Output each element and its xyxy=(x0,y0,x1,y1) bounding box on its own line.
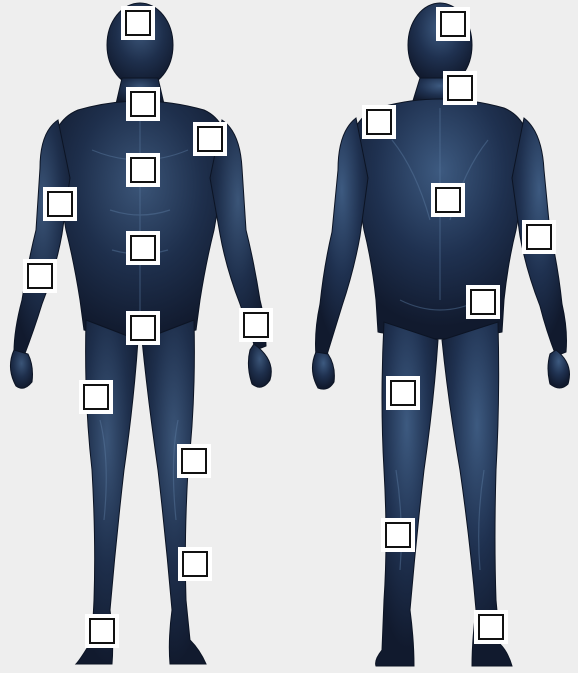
marker-back-left-calf[interactable] xyxy=(381,518,415,552)
checkbox-icon xyxy=(181,448,207,474)
marker-back-buttock[interactable] xyxy=(466,285,500,319)
checkbox-icon xyxy=(130,91,156,117)
checkbox-icon xyxy=(125,10,151,36)
checkbox-icon xyxy=(385,522,411,548)
checkbox-icon xyxy=(390,380,416,406)
checkbox-icon xyxy=(27,263,53,289)
marker-front-right-forearm[interactable] xyxy=(23,259,57,293)
marker-back-right-foot[interactable] xyxy=(474,610,508,644)
checkbox-icon xyxy=(243,312,269,338)
checkbox-icon xyxy=(182,551,208,577)
checkbox-icon xyxy=(447,75,473,101)
marker-front-neck[interactable] xyxy=(126,87,160,121)
checkbox-icon xyxy=(470,289,496,315)
checkbox-icon xyxy=(478,614,504,640)
marker-front-abdomen[interactable] xyxy=(126,231,160,265)
checkbox-icon xyxy=(130,235,156,261)
marker-front-right-foot[interactable] xyxy=(85,614,119,648)
marker-back-head[interactable] xyxy=(436,7,470,41)
checkbox-icon xyxy=(83,384,109,410)
marker-front-left-knee[interactable] xyxy=(177,444,211,478)
marker-back-right-elbow[interactable] xyxy=(522,220,556,254)
back-body-figure xyxy=(312,3,569,666)
marker-back-neck[interactable] xyxy=(443,71,477,105)
checkbox-icon xyxy=(435,187,461,213)
marker-front-right-thigh[interactable] xyxy=(79,380,113,414)
checkbox-icon xyxy=(47,191,73,217)
marker-front-chest[interactable] xyxy=(126,153,160,187)
marker-back-left-thigh[interactable] xyxy=(386,376,420,410)
marker-front-left-shoulder[interactable] xyxy=(193,122,227,156)
marker-front-pelvis[interactable] xyxy=(126,311,160,345)
marker-front-right-elbow[interactable] xyxy=(43,187,77,221)
marker-front-head[interactable] xyxy=(121,6,155,40)
checkbox-icon xyxy=(526,224,552,250)
marker-front-left-shin[interactable] xyxy=(178,547,212,581)
checkbox-icon xyxy=(89,618,115,644)
checkbox-icon xyxy=(366,109,392,135)
checkbox-icon xyxy=(130,157,156,183)
marker-back-mid-back[interactable] xyxy=(431,183,465,217)
checkbox-icon xyxy=(440,11,466,37)
checkbox-icon xyxy=(130,315,156,341)
marker-back-left-shoulder[interactable] xyxy=(362,105,396,139)
checkbox-icon xyxy=(197,126,223,152)
marker-front-left-hand[interactable] xyxy=(239,308,273,342)
